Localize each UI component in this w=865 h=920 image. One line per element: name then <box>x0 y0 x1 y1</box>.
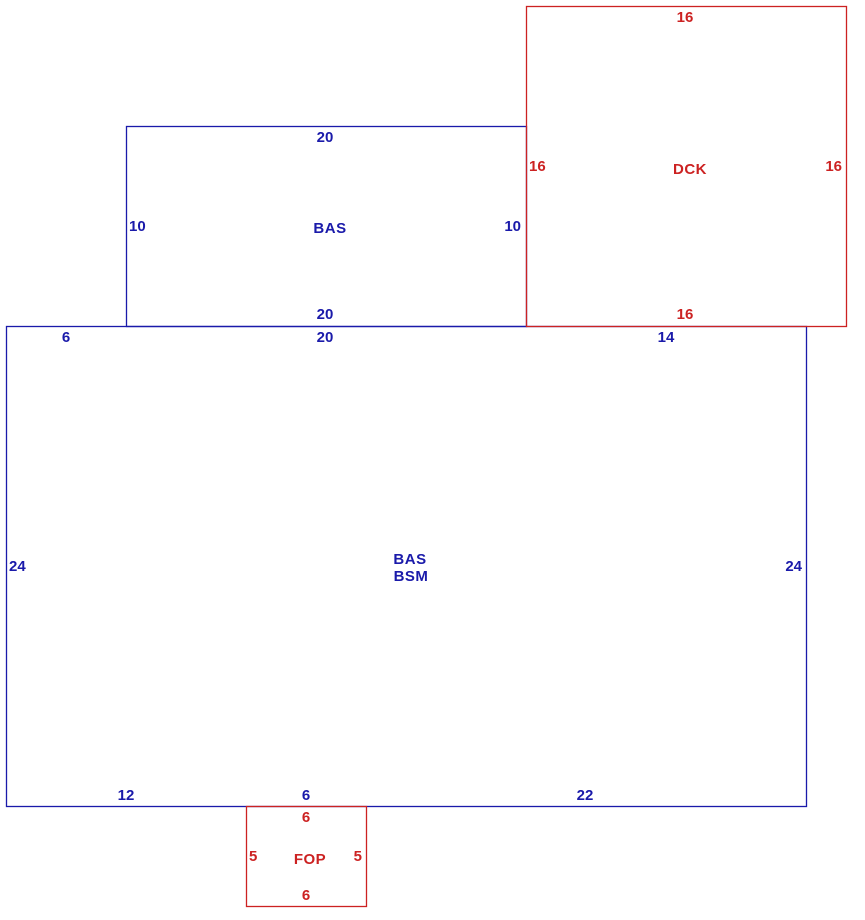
bas-bsm-bottom-right-dimension: 22 <box>577 787 594 804</box>
fop-section: 6 5 5 6 FOP <box>245 805 368 908</box>
bas-bsm-section: 6 20 14 24 24 12 6 22 BAS BSM <box>5 325 808 808</box>
bas-bsm-top-left-dimension: 6 <box>62 329 70 346</box>
bas-bsm-area-label-line1: BAS <box>393 551 426 568</box>
dck-section: 16 16 16 16 DCK <box>525 5 848 328</box>
bas-bsm-top-right-dimension: 14 <box>658 329 675 346</box>
bas-bsm-outline <box>5 325 808 808</box>
dck-top-dimension: 16 <box>677 9 694 26</box>
fop-bottom-dimension: 6 <box>302 887 310 904</box>
fop-top-dimension: 6 <box>302 809 310 826</box>
dck-left-dimension: 16 <box>529 158 546 175</box>
bas-bsm-bottom-mid-dimension: 6 <box>302 787 310 804</box>
fop-area-label: FOP <box>294 851 326 868</box>
bas-bsm-top-mid-dimension: 20 <box>317 329 334 346</box>
bas-upper-top-dimension: 20 <box>317 129 334 146</box>
bas-bsm-right-dimension: 24 <box>785 558 802 575</box>
fop-outline <box>245 805 368 908</box>
bas-bsm-left-dimension: 24 <box>9 558 26 575</box>
bas-upper-right-dimension: 10 <box>504 218 521 235</box>
dck-right-dimension: 16 <box>825 158 842 175</box>
bas-upper-area-label: BAS <box>313 220 346 237</box>
dck-area-label: DCK <box>673 161 707 178</box>
fop-left-dimension: 5 <box>249 848 257 865</box>
bas-upper-section: 20 10 10 20 BAS <box>125 125 528 328</box>
bas-bsm-area-label-line2: BSM <box>394 568 429 585</box>
bas-bsm-bottom-left-dimension: 12 <box>118 787 135 804</box>
fop-right-dimension: 5 <box>354 848 362 865</box>
bas-upper-left-dimension: 10 <box>129 218 146 235</box>
bas-upper-bottom-dimension: 20 <box>317 306 334 323</box>
dck-outline <box>525 5 848 328</box>
dck-bottom-dimension: 16 <box>677 306 694 323</box>
